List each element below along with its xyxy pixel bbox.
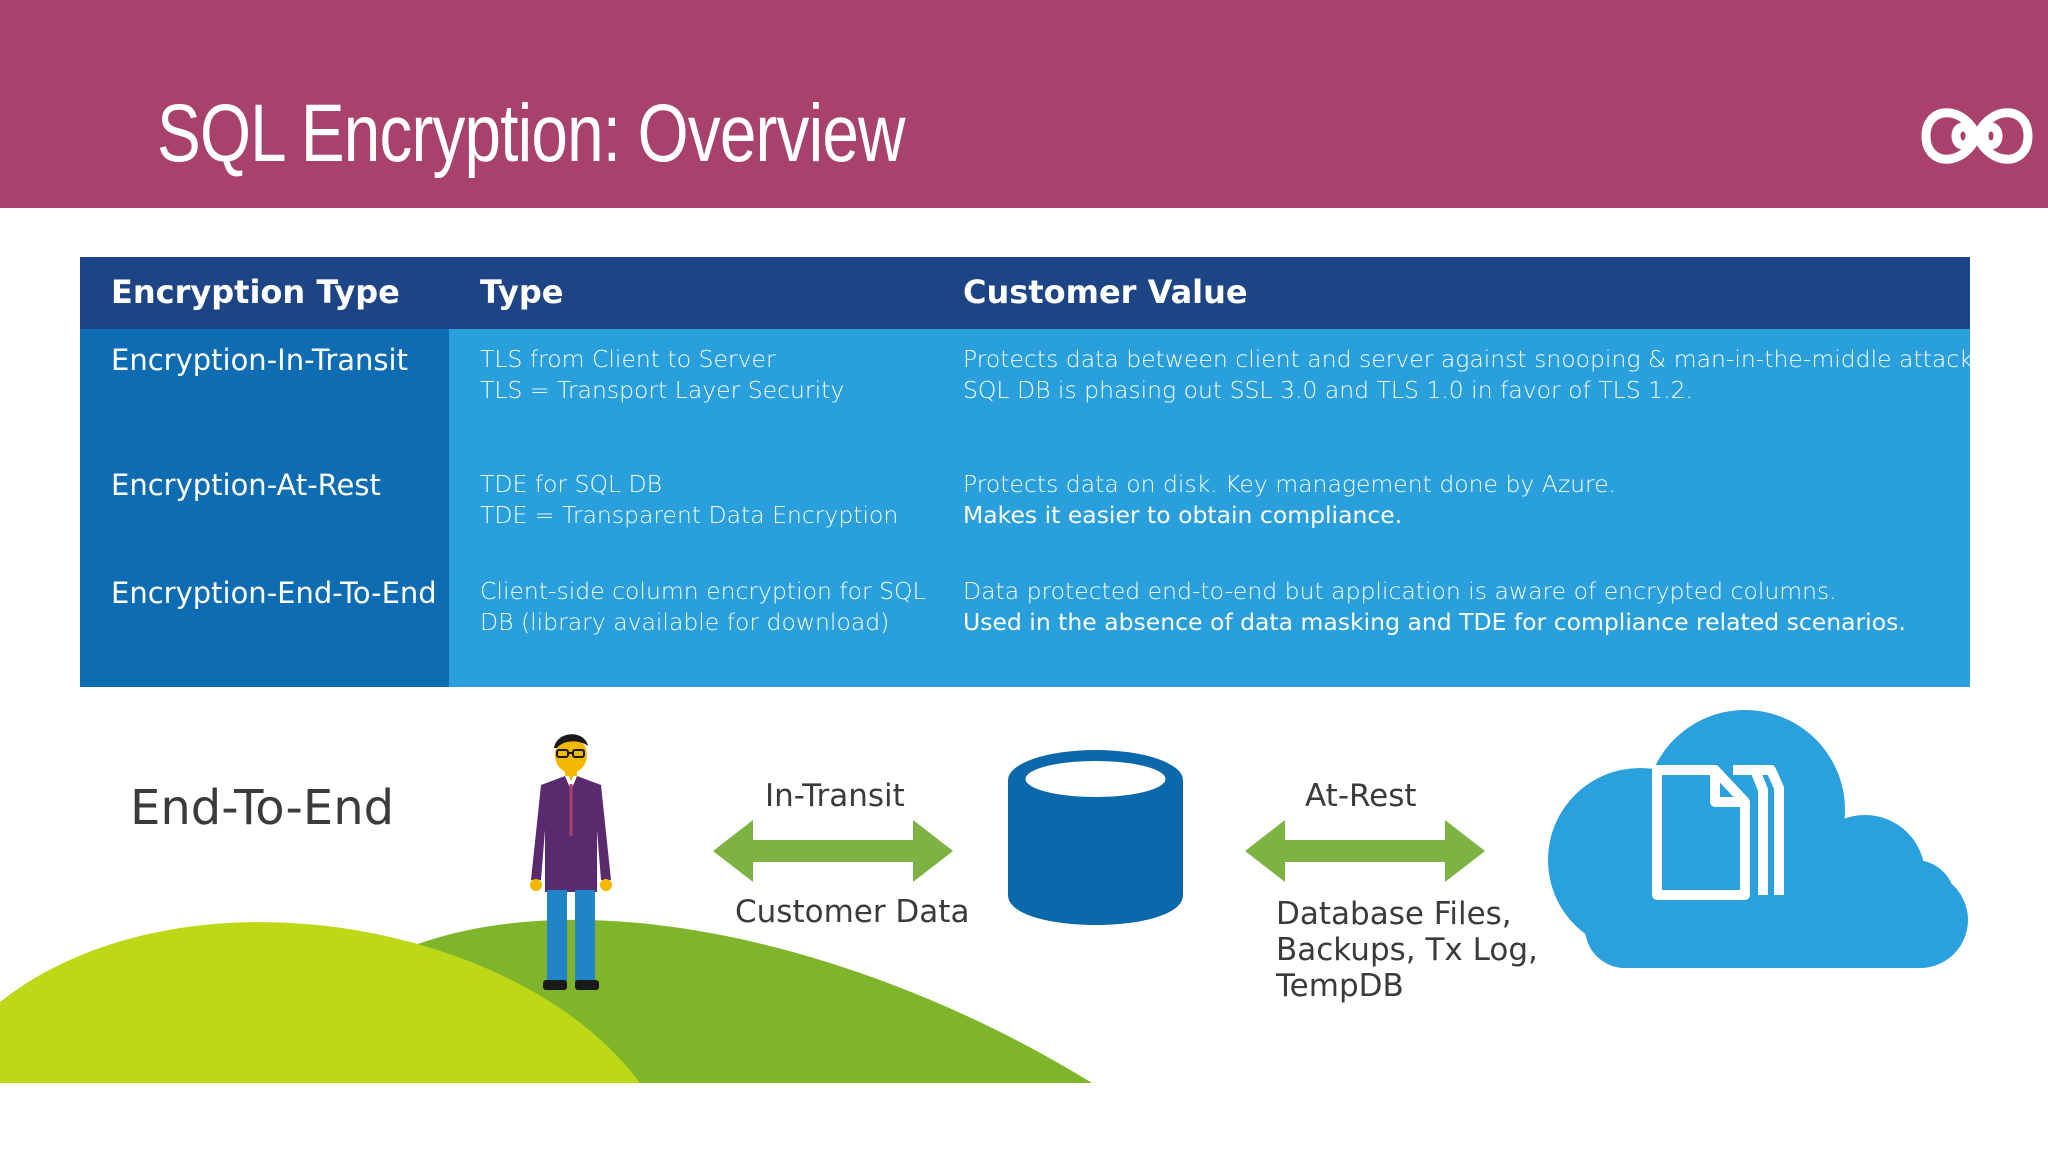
table-header-row: Encryption Type Type Customer Value	[80, 257, 1970, 329]
column-header-customer-value: Customer Value	[963, 273, 1248, 311]
value-line: Protects data between client and server …	[963, 345, 1993, 373]
row-end-to-end-encryption-type: Encryption-End-To-End	[111, 576, 437, 610]
database-files-line: TempDB	[1276, 968, 1404, 1004]
row-in-transit-type: TLS from Client to Server TLS = Transpor…	[480, 344, 844, 406]
page-title: SQL Encryption: Overview	[157, 88, 905, 179]
customer-data-label: Customer Data	[735, 894, 970, 930]
row-end-to-end-type: Client-side column encryption for SQL DB…	[480, 576, 926, 638]
database-files-line: Backups, Tx Log,	[1276, 932, 1538, 968]
value-line: SQL DB is phasing out SSL 3.0 and TLS 1.…	[963, 376, 1693, 404]
double-arrow-icon	[713, 820, 953, 882]
row-in-transit-value: Protects data between client and server …	[963, 344, 1993, 406]
database-files-line: Database Files,	[1276, 896, 1512, 932]
type-line: TLS = Transport Layer Security	[480, 376, 845, 404]
green-hills	[0, 919, 1092, 1083]
type-line: TDE = Transparent Data Encryption	[480, 501, 899, 529]
type-line: TDE for SQL DB	[480, 470, 663, 498]
type-line: TLS from Client to Server	[480, 345, 776, 373]
infinity-logo-icon	[1921, 108, 2033, 164]
database-files-label: Database Files, Backups, Tx Log, TempDB	[1276, 896, 1538, 1004]
column-header-encryption-type: Encryption Type	[111, 273, 400, 311]
row-at-rest-encryption-type: Encryption-At-Rest	[111, 468, 381, 502]
encryption-table: Encryption Type Type Customer Value Encr…	[80, 257, 1993, 687]
value-line: Protects data on disk. Key management do…	[963, 470, 1617, 498]
value-line-emphasis: Used in the absence of data masking and …	[963, 608, 1906, 636]
row-at-rest-value: Protects data on disk. Key management do…	[963, 469, 1616, 531]
double-arrow-icon	[1245, 820, 1485, 882]
table-body-background	[449, 329, 1970, 687]
row-at-rest-type: TDE for SQL DB TDE = Transparent Data En…	[480, 469, 898, 531]
title-banner: SQL Encryption: Overview	[0, 0, 2048, 208]
person-icon	[530, 734, 612, 990]
in-transit-label: In-Transit	[765, 778, 905, 814]
database-icon	[1008, 750, 1183, 925]
type-line: DB (library available for download)	[480, 608, 890, 636]
cloud-files-icon	[1548, 710, 1968, 968]
value-line: Data protected end-to-end but applicatio…	[963, 577, 1837, 605]
type-line: Client-side column encryption for SQL	[480, 577, 926, 605]
row-end-to-end-value: Data protected end-to-end but applicatio…	[963, 576, 1906, 638]
first-column-background	[80, 329, 449, 687]
at-rest-label: At-Rest	[1305, 778, 1417, 814]
row-in-transit-encryption-type: Encryption-In-Transit	[111, 343, 408, 377]
end-to-end-label: End-To-End	[130, 780, 395, 836]
value-line-emphasis: Makes it easier to obtain compliance.	[963, 501, 1403, 529]
column-header-type: Type	[480, 273, 564, 311]
